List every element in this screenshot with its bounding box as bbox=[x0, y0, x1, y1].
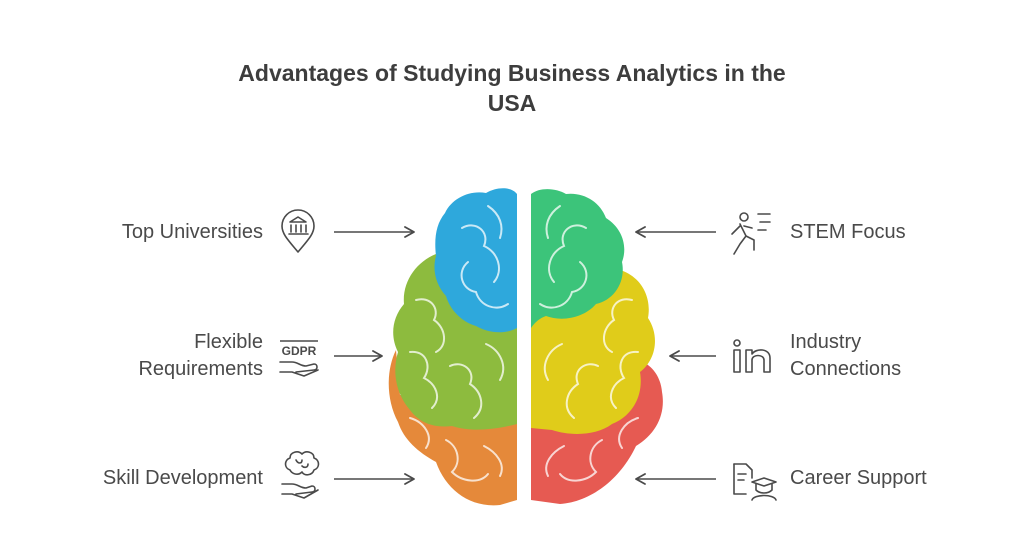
running-person-icon bbox=[731, 212, 771, 255]
label-top-universities: Top Universities bbox=[121, 221, 263, 243]
brain-segment-blue bbox=[434, 188, 517, 333]
gdpr-hand-icon: GDPR bbox=[279, 340, 319, 377]
gdpr-text: GDPR bbox=[282, 344, 317, 358]
brain-left-hemisphere bbox=[388, 188, 517, 506]
brain-segment-lime bbox=[393, 254, 517, 430]
title-line-2: USA bbox=[487, 90, 537, 116]
brain-right-hemisphere bbox=[531, 189, 663, 504]
graduate-document-icon bbox=[733, 463, 777, 501]
label-career-support: Career Support bbox=[790, 467, 927, 489]
page-title: Advantages of Studying Business Analytic… bbox=[0, 58, 1024, 118]
brain-segment-orange bbox=[388, 350, 517, 506]
title-line-1: Advantages of Studying Business Analytic… bbox=[238, 60, 786, 86]
label-skill-development: Skill Development bbox=[102, 467, 263, 489]
label-stem-focus: STEM Focus bbox=[790, 221, 906, 243]
label-flexible-requirements: Flexible Requirements bbox=[138, 331, 263, 380]
university-pin-icon bbox=[281, 209, 315, 253]
arrows bbox=[334, 226, 716, 485]
label-industry-connections: Industry Connections bbox=[790, 331, 902, 380]
linkedin-icon bbox=[733, 339, 771, 373]
brain-hand-icon bbox=[281, 451, 320, 499]
brain-segment-green bbox=[531, 189, 625, 328]
